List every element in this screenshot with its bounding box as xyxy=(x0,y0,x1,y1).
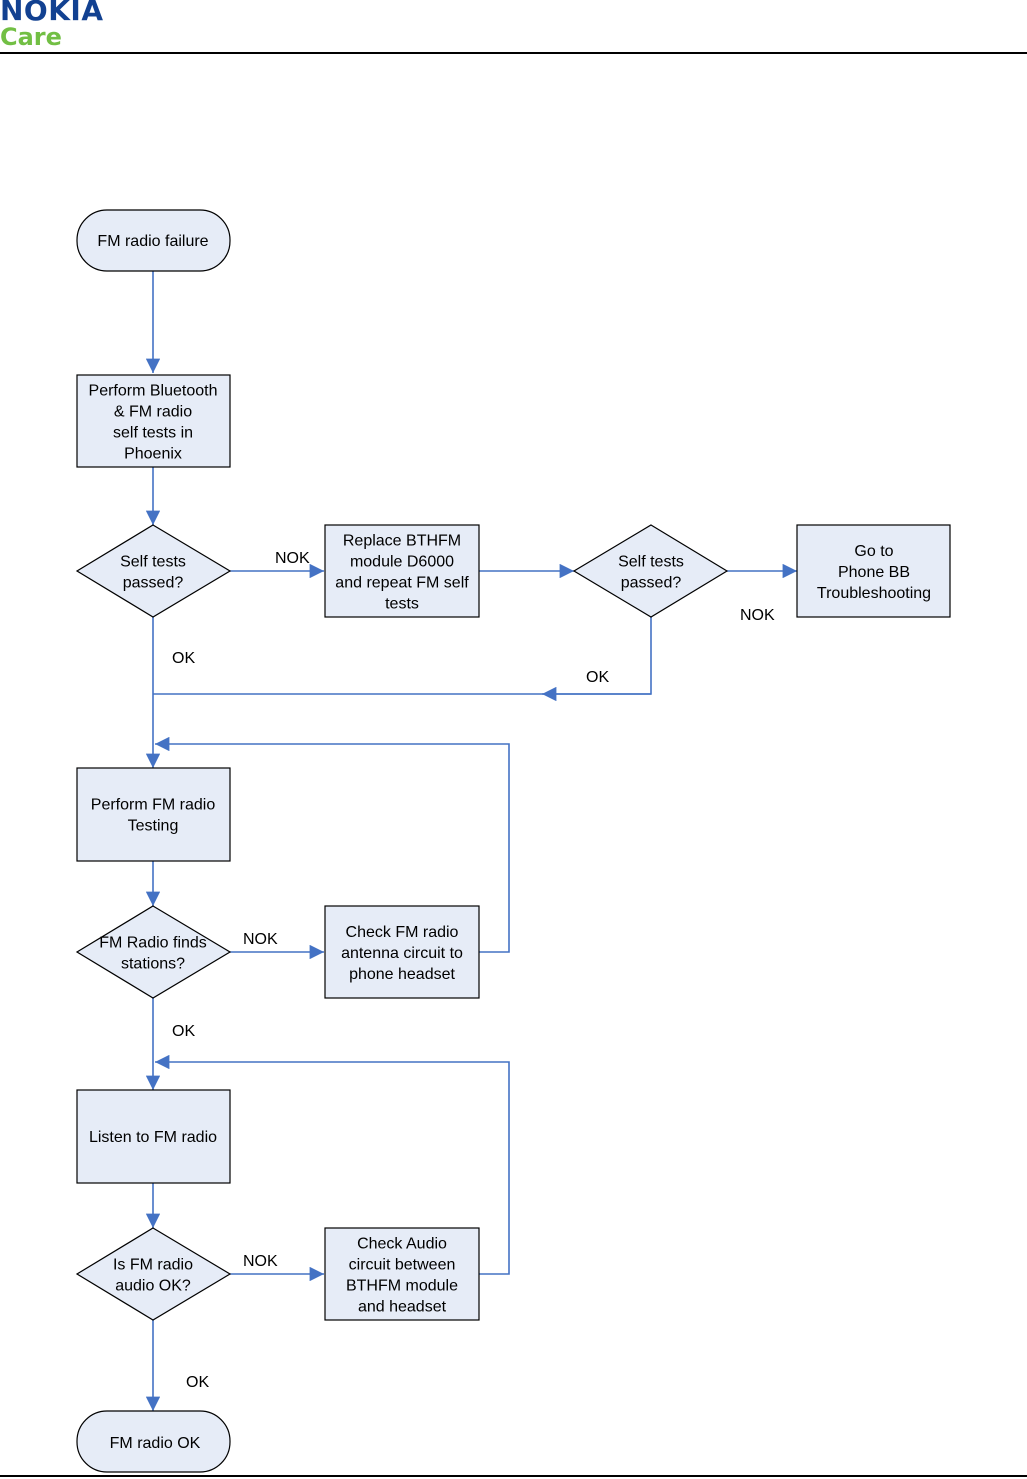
node-label-line: Phone BB xyxy=(838,564,910,581)
node-label-line: antenna circuit to xyxy=(341,945,463,962)
label-nok-2: NOK xyxy=(740,607,775,624)
label-ok-2: OK xyxy=(586,669,609,686)
node-label-line: Check FM radio xyxy=(346,924,459,941)
label-ok-4: OK xyxy=(186,1374,209,1391)
node-label-line: stations? xyxy=(121,956,185,973)
node-label-end: FM radio OK xyxy=(110,1435,201,1452)
node-label-line: BTHFM module xyxy=(346,1278,458,1295)
node-replace-bthfm xyxy=(324,524,480,618)
node-listen xyxy=(76,1089,231,1184)
node-check-audio xyxy=(324,1227,480,1321)
node-check-antenna xyxy=(324,905,480,999)
header-divider xyxy=(0,52,1027,54)
node-label-line: Self tests xyxy=(618,554,684,571)
node-label-check-antenna: Check FM radio antenna circuit to phone he… xyxy=(341,924,463,983)
node-label-line: Check Audio xyxy=(357,1236,447,1253)
node-label-line: Go to xyxy=(854,543,893,560)
nokia-logo: NOKIA xyxy=(0,0,104,27)
node-label-listen: Listen to FM radio xyxy=(89,1129,217,1146)
node-label-self-test: Perform Bluetooth & FM radio self tests in… xyxy=(89,383,218,463)
label-nok-1: NOK xyxy=(275,550,310,567)
footer-divider xyxy=(0,1475,1027,1477)
node-self-test xyxy=(76,374,231,468)
node-label-line: Perform Bluetooth xyxy=(89,383,218,400)
node-decision-audio xyxy=(75,1227,232,1321)
node-end xyxy=(76,1410,231,1473)
node-label-start: FM radio failure xyxy=(97,233,208,250)
node-label-decision-stations: FM Radio finds stations? xyxy=(99,935,207,973)
node-label-line: Perform FM radio xyxy=(91,797,216,814)
page-header: NOKIA Care xyxy=(0,0,1027,56)
node-label-line: tests xyxy=(385,596,419,613)
label-ok-1: OK xyxy=(172,650,195,667)
node-label-line: and repeat FM self xyxy=(335,575,469,592)
node-start xyxy=(76,209,231,272)
node-decision-self-1 xyxy=(75,524,232,618)
label-nok-3: NOK xyxy=(243,931,278,948)
node-label-line: audio OK? xyxy=(115,1278,191,1295)
edges xyxy=(145,271,797,1411)
node-label-line: FM radio OK xyxy=(110,1435,201,1452)
nodes xyxy=(75,209,951,1473)
node-label-line: Listen to FM radio xyxy=(89,1129,217,1146)
care-logo: Care xyxy=(0,23,62,51)
node-label-line: circuit between xyxy=(349,1257,456,1274)
node-label-line: passed? xyxy=(621,575,682,592)
node-label-line: passed? xyxy=(123,575,184,592)
node-label-line: FM Radio finds xyxy=(99,935,207,952)
node-goto-bb xyxy=(796,524,951,618)
node-label-line: self tests in xyxy=(113,425,193,442)
node-decision-stations xyxy=(75,905,232,999)
edge-audio-loop xyxy=(155,1054,510,1275)
node-label-decision-audio: Is FM radio audio OK? xyxy=(113,1257,193,1295)
node-decision-self-2 xyxy=(572,524,729,618)
node-label-line: Self tests xyxy=(120,554,186,571)
node-fm-testing xyxy=(76,767,231,862)
node-label-decision-self-2: Self tests passed? xyxy=(618,554,684,592)
node-label-line: & FM radio xyxy=(114,404,192,421)
node-label-decision-self-1: Self tests passed? xyxy=(120,554,186,592)
node-label-line: Replace BTHFM xyxy=(343,533,461,550)
node-label-line: and headset xyxy=(358,1299,447,1316)
edge-labels: NOK NOK OK OK NOK OK NOK OK xyxy=(172,550,775,1391)
node-label-line: Testing xyxy=(128,818,179,835)
node-label-line: Troubleshooting xyxy=(817,585,931,602)
label-ok-3: OK xyxy=(172,1023,195,1040)
node-label-line: module D6000 xyxy=(350,554,454,571)
node-label-line: phone headset xyxy=(349,966,455,983)
edge-antenna-loop xyxy=(155,736,510,953)
node-label-line: Is FM radio xyxy=(113,1257,193,1274)
node-label-line: Phoenix xyxy=(124,446,182,463)
node-label-replace-bthfm: Replace BTHFM module D6000 and repeat FM s… xyxy=(335,533,469,613)
node-label-line: FM radio failure xyxy=(97,233,208,250)
label-nok-4: NOK xyxy=(243,1253,278,1270)
node-label-goto-bb: Go to Phone BB Troubleshooting xyxy=(817,543,931,602)
